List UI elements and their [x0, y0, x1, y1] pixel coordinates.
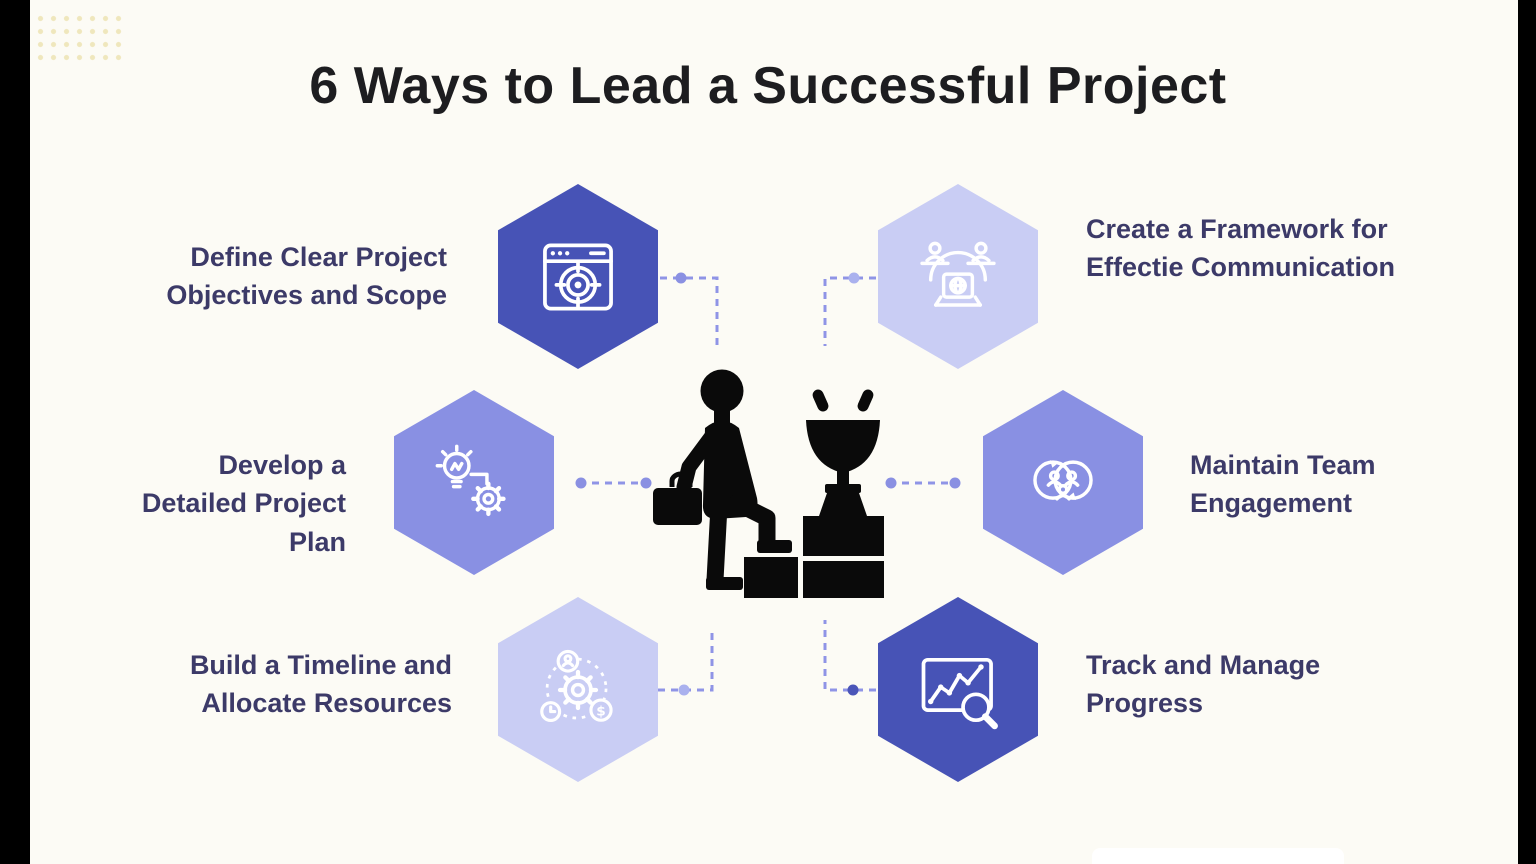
item-label-progress: Track and Manage Progress — [1086, 650, 1321, 719]
person-head — [700, 369, 744, 413]
hexagon-timeline: $ — [498, 597, 658, 782]
browser-target-icon — [543, 243, 613, 310]
chart-magnifier-icon — [921, 657, 998, 729]
center-illustration-person-trophy — [653, 369, 884, 598]
item-label-communication: Create a Framework for Effectie Communic… — [1086, 214, 1396, 283]
item-label-timeline: Build a Timeline and Allocate Resources — [189, 650, 452, 719]
page-title: 6 Ways to Lead a Successful Project — [309, 57, 1227, 115]
idea-gear-icon — [435, 444, 506, 516]
hexagon-objectives — [498, 184, 658, 369]
connector-lines — [579, 276, 957, 692]
team-cycle-icon — [1033, 459, 1093, 501]
hexagon-communication — [878, 184, 1038, 369]
right-edge-bar — [1518, 0, 1536, 864]
left-edge-bar — [0, 0, 30, 864]
watermark-bar — [1092, 848, 1344, 864]
svg-text:$: $ — [596, 703, 606, 719]
hexagon-progress — [878, 597, 1038, 782]
resources-allocation-icon: $ — [540, 649, 613, 722]
hexagon-plan — [394, 390, 554, 575]
item-label-plan: Develop a Detailed Project Plan — [141, 450, 346, 557]
step-block — [803, 561, 884, 598]
step-block — [744, 557, 798, 598]
trophy — [806, 389, 880, 516]
online-meeting-icon — [920, 241, 996, 307]
trophy-pedestal — [803, 516, 884, 556]
dots-decoration — [34, 12, 126, 66]
hexagon-engagement — [983, 390, 1143, 575]
item-label-engagement: Maintain Team Engagement — [1190, 450, 1376, 519]
briefcase — [653, 488, 702, 525]
item-label-objectives: Define Clear Project Objectives and Scop… — [166, 242, 447, 311]
